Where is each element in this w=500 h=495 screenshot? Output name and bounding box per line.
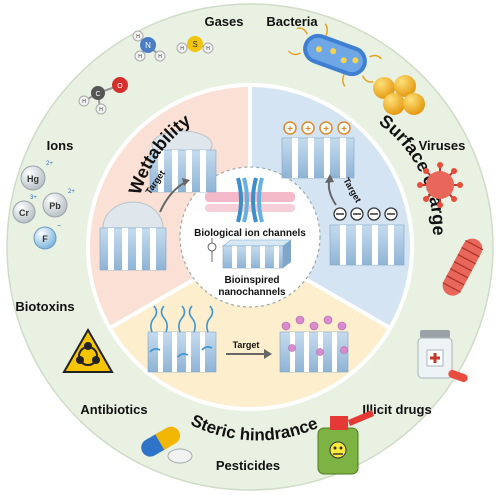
- biotoxins-label: Biotoxins: [15, 299, 74, 314]
- f-ion-icon: F −: [33, 223, 61, 250]
- rod-virus-icon: [442, 238, 484, 296]
- svg-text:O: O: [117, 83, 123, 90]
- biological-ion-channel-graphic: [205, 177, 295, 223]
- positive-charges: [283, 121, 351, 135]
- svg-text:H: H: [206, 46, 210, 52]
- h2s-molecule-icon: S H H: [176, 36, 214, 54]
- pesticide-sprayer-icon: [317, 410, 374, 475]
- svg-text:C: C: [95, 91, 100, 98]
- virus-icon: [417, 162, 463, 208]
- svg-text:2+: 2+: [46, 161, 53, 167]
- svg-text:H: H: [138, 54, 142, 60]
- gases-label: Gases: [204, 14, 243, 29]
- steric-hindrance-content: [147, 305, 349, 373]
- pill-bottle-icon: [417, 330, 468, 383]
- svg-text:+: +: [323, 124, 329, 135]
- svg-text:H: H: [99, 107, 103, 113]
- wettability-content: [99, 130, 217, 271]
- bio-channels-label: Biological ion channels: [194, 228, 306, 239]
- svg-text:Pb: Pb: [49, 201, 61, 211]
- tablet-icon: [167, 448, 193, 464]
- steric-target-label: Target: [233, 340, 260, 350]
- svg-text:S: S: [192, 40, 197, 49]
- bioinspired-nanochannel-graphic: [207, 238, 292, 269]
- antibiotics-label: Antibiotics: [80, 402, 147, 417]
- bacteria-label: Bacteria: [266, 14, 318, 29]
- svg-text:H: H: [136, 34, 140, 40]
- svg-text:H: H: [158, 54, 162, 60]
- svg-text:+: +: [287, 124, 293, 135]
- bound-targets: [281, 315, 348, 356]
- svg-text:−: −: [57, 223, 61, 230]
- illicit-drugs-label: Illicit drugs: [362, 402, 431, 417]
- viruses-label: Viruses: [419, 138, 466, 153]
- ch2o-molecule-icon: C O H H: [78, 77, 128, 115]
- polymer-brushes: [149, 305, 214, 358]
- svg-text:+: +: [341, 124, 347, 135]
- svg-text:N: N: [145, 41, 151, 50]
- svg-text:Hg: Hg: [27, 174, 39, 184]
- svg-text:2+: 2+: [68, 189, 75, 195]
- svg-text:F: F: [42, 234, 48, 244]
- bioinspired-label-line2: nanochannels: [218, 287, 286, 298]
- surface-charge-content: + + + +: [281, 121, 405, 266]
- svg-text:+: +: [305, 124, 311, 135]
- pesticides-label: Pesticides: [216, 458, 280, 473]
- bacterium-icon: [288, 23, 382, 87]
- svg-text:H: H: [180, 46, 184, 52]
- ions-label: Ions: [47, 138, 74, 153]
- gold-cluster-icon: [373, 75, 425, 115]
- svg-text:3+: 3+: [30, 195, 37, 201]
- cr-ion-icon: Cr 3+: [12, 195, 37, 224]
- hg-ion-icon: Hg 2+: [20, 161, 53, 191]
- nh3-molecule-icon: N H H H: [132, 30, 166, 62]
- biohazard-icon: [62, 327, 114, 373]
- bioinspired-label-line1: Bioinspired: [224, 275, 279, 286]
- svg-text:Cr: Cr: [19, 208, 29, 218]
- svg-text:H: H: [82, 99, 86, 105]
- capsule-icon: [141, 426, 181, 457]
- pb-ion-icon: Pb 2+: [42, 189, 75, 218]
